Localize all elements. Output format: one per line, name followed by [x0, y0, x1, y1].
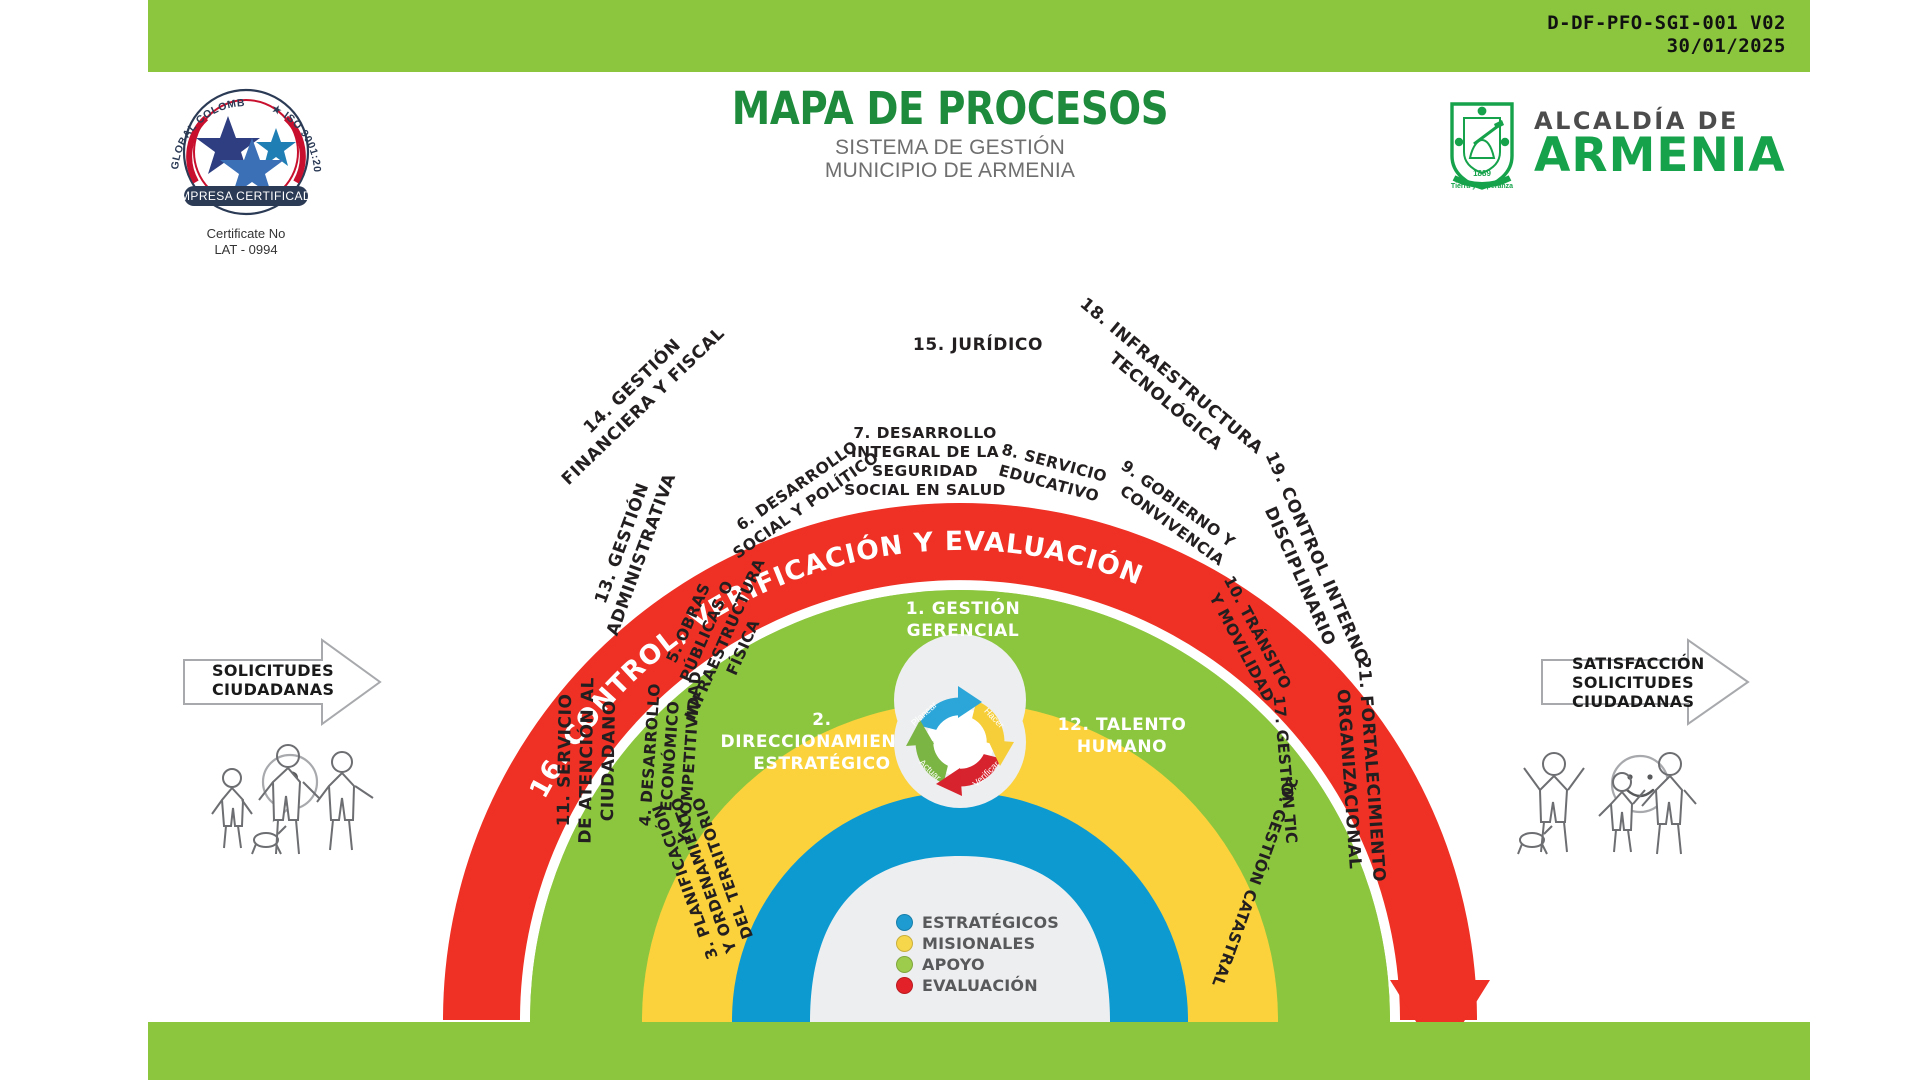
process-12-talento-humano: 12. TALENTO HUMANO [1058, 715, 1187, 757]
crest-year: 1889 [1473, 169, 1491, 178]
process-15-juridico: 15. JURÍDICO [913, 333, 1043, 355]
iso-certificate-text: Certificate No LAT - 0994 [156, 226, 336, 259]
svg-text:ESTRATÉGICO: ESTRATÉGICO [753, 752, 890, 774]
process-8-servicio-educativo: 8. SERVICIO EDUCATIVO [997, 440, 1109, 505]
footer-band [148, 1022, 1810, 1080]
iso-stars-icon [196, 116, 296, 196]
legend-dot-estrategicos [896, 914, 913, 931]
crest-motto: Tierra y Esperanza [1451, 183, 1513, 190]
legend-item-estrategicos: ESTRATÉGICOS [896, 912, 1059, 933]
svg-text:GERENCIAL: GERENCIAL [907, 621, 1020, 641]
legend-label-estrategicos: ESTRATÉGICOS [922, 913, 1060, 932]
satisfaccion-solicitudes-label: SATISFACCIÓN SOLICITUDES CIUDADANAS [1572, 654, 1705, 711]
svg-text:1. GESTIÓN: 1. GESTIÓN [906, 597, 1021, 619]
certificate-label: Certificate No [206, 226, 286, 241]
process-14-gestion-financiera-y-fiscal: 14. GESTIÓN FINANCIERA Y FISCAL [558, 323, 729, 489]
alcaldia-wordmark: ALCALDÍA DE ARMENIA [1534, 106, 1786, 183]
citizens-right-illustration [1517, 752, 1697, 855]
alcaldia-line-2: ARMENIA [1534, 127, 1786, 183]
armenia-crest-icon: 1889 Tierra y Esperanza [1450, 102, 1514, 190]
legend-item-apoyo: APOYO [896, 954, 1059, 975]
legend-item-misionales: MISIONALES [896, 933, 1059, 954]
svg-text:CIUDADANO: CIUDADANO [598, 700, 620, 822]
alcaldia-logo: 1889 Tierra y Esperanza ALCALDÍA DE ARME… [1444, 98, 1786, 190]
process-1-gestion-gerencial: 1. GESTIÓN GERENCIAL [906, 597, 1021, 641]
legend-label-apoyo: APOYO [922, 955, 985, 974]
svg-text:2.: 2. [812, 710, 832, 730]
svg-text:7. DESARROLLO: 7. DESARROLLO [853, 424, 996, 442]
svg-text:INTEGRAL DE LA: INTEGRAL DE LA [851, 443, 999, 461]
iso-seal-icon: GLOBAL COLOMBIA CERTIFICACIÓN ★ ISO 9001… [152, 76, 322, 216]
process-11-servicio-de-atencion-al-ciudadano: 11. SERVICIO DE ATENCIÓN AL CIUDADANO [554, 677, 620, 844]
subtitle-line-2: MUNICIPIO DE ARMENIA [824, 159, 1076, 183]
header-band: D-DF-PFO-SGI-001 V02 30/01/2025 [148, 0, 1810, 72]
legend-dot-apoyo [896, 956, 913, 973]
satisfaccion-solicitudes-arrow [1541, 638, 1750, 726]
legend: ESTRATÉGICOS MISIONALES APOYO EVALUACIÓN [896, 912, 1059, 996]
process-2-direccionamiento-estrategico: 2. DIRECCIONAMIENTO ESTRATÉGICO [721, 710, 924, 774]
legend-dot-misionales [896, 935, 913, 952]
page-title-block: MAPA DE PROCESOS SISTEMA DE GESTIÓN MUNI… [640, 86, 1260, 182]
svg-text:18. INFRAESTRUCTURA: 18. INFRAESTRUCTURA [1076, 294, 1267, 459]
process-7-desarrollo-integral-seguridad-social-en-salud: 7. DESARROLLO INTEGRAL DE LA SEGURIDAD S… [844, 424, 1006, 499]
alcaldia-line-1: ALCALDÍA DE [1534, 106, 1739, 135]
svg-text:SEGURIDAD: SEGURIDAD [872, 462, 978, 480]
pdca-cycle-icon: Planear Hacer Verificar Actuar [894, 676, 1026, 808]
svg-text:EMPRESA CERTIFICADA: EMPRESA CERTIFICADA [172, 189, 321, 203]
subtitle-line-1: SISTEMA DE GESTIÓN [835, 136, 1065, 159]
legend-label-evaluacion: EVALUACIÓN [922, 976, 1038, 995]
svg-text:FINANCIERA Y FISCAL: FINANCIERA Y FISCAL [558, 323, 729, 489]
svg-text:12. TALENTO: 12. TALENTO [1058, 715, 1187, 735]
svg-text:SOCIAL EN SALUD: SOCIAL EN SALUD [844, 481, 1006, 499]
legend-dot-evaluacion [896, 977, 913, 994]
page-title: MAPA DE PROCESOS [731, 82, 1169, 135]
svg-text:15. JURÍDICO: 15. JURÍDICO [913, 333, 1043, 355]
legend-label-misionales: MISIONALES [922, 934, 1036, 953]
iso-certification-seal: GLOBAL COLOMBIA CERTIFICACIÓN ★ ISO 9001… [152, 76, 336, 259]
svg-text:11. SERVICIO: 11. SERVICIO [554, 693, 576, 826]
svg-text:HUMANO: HUMANO [1077, 737, 1167, 757]
svg-text:DE ATENCIÓN AL: DE ATENCIÓN AL [574, 677, 599, 844]
process-18-infraestructura-tecnologica: 18. INFRAESTRUCTURA TECNOLÓGICA [1076, 294, 1267, 459]
solicitudes-ciudadanas-label: SOLICITUDES CIUDADANAS [212, 661, 335, 699]
certificate-number: LAT - 0994 [214, 242, 278, 258]
solicitudes-ciudadanas-arrow [183, 638, 382, 726]
legend-item-evaluacion: EVALUACIÓN [896, 975, 1059, 996]
citizens-left-illustration [211, 744, 374, 855]
svg-text:DIRECCIONAMIENTO: DIRECCIONAMIENTO [721, 732, 924, 752]
document-code: D-DF-PFO-SGI-001 V02 30/01/2025 [1547, 12, 1786, 58]
